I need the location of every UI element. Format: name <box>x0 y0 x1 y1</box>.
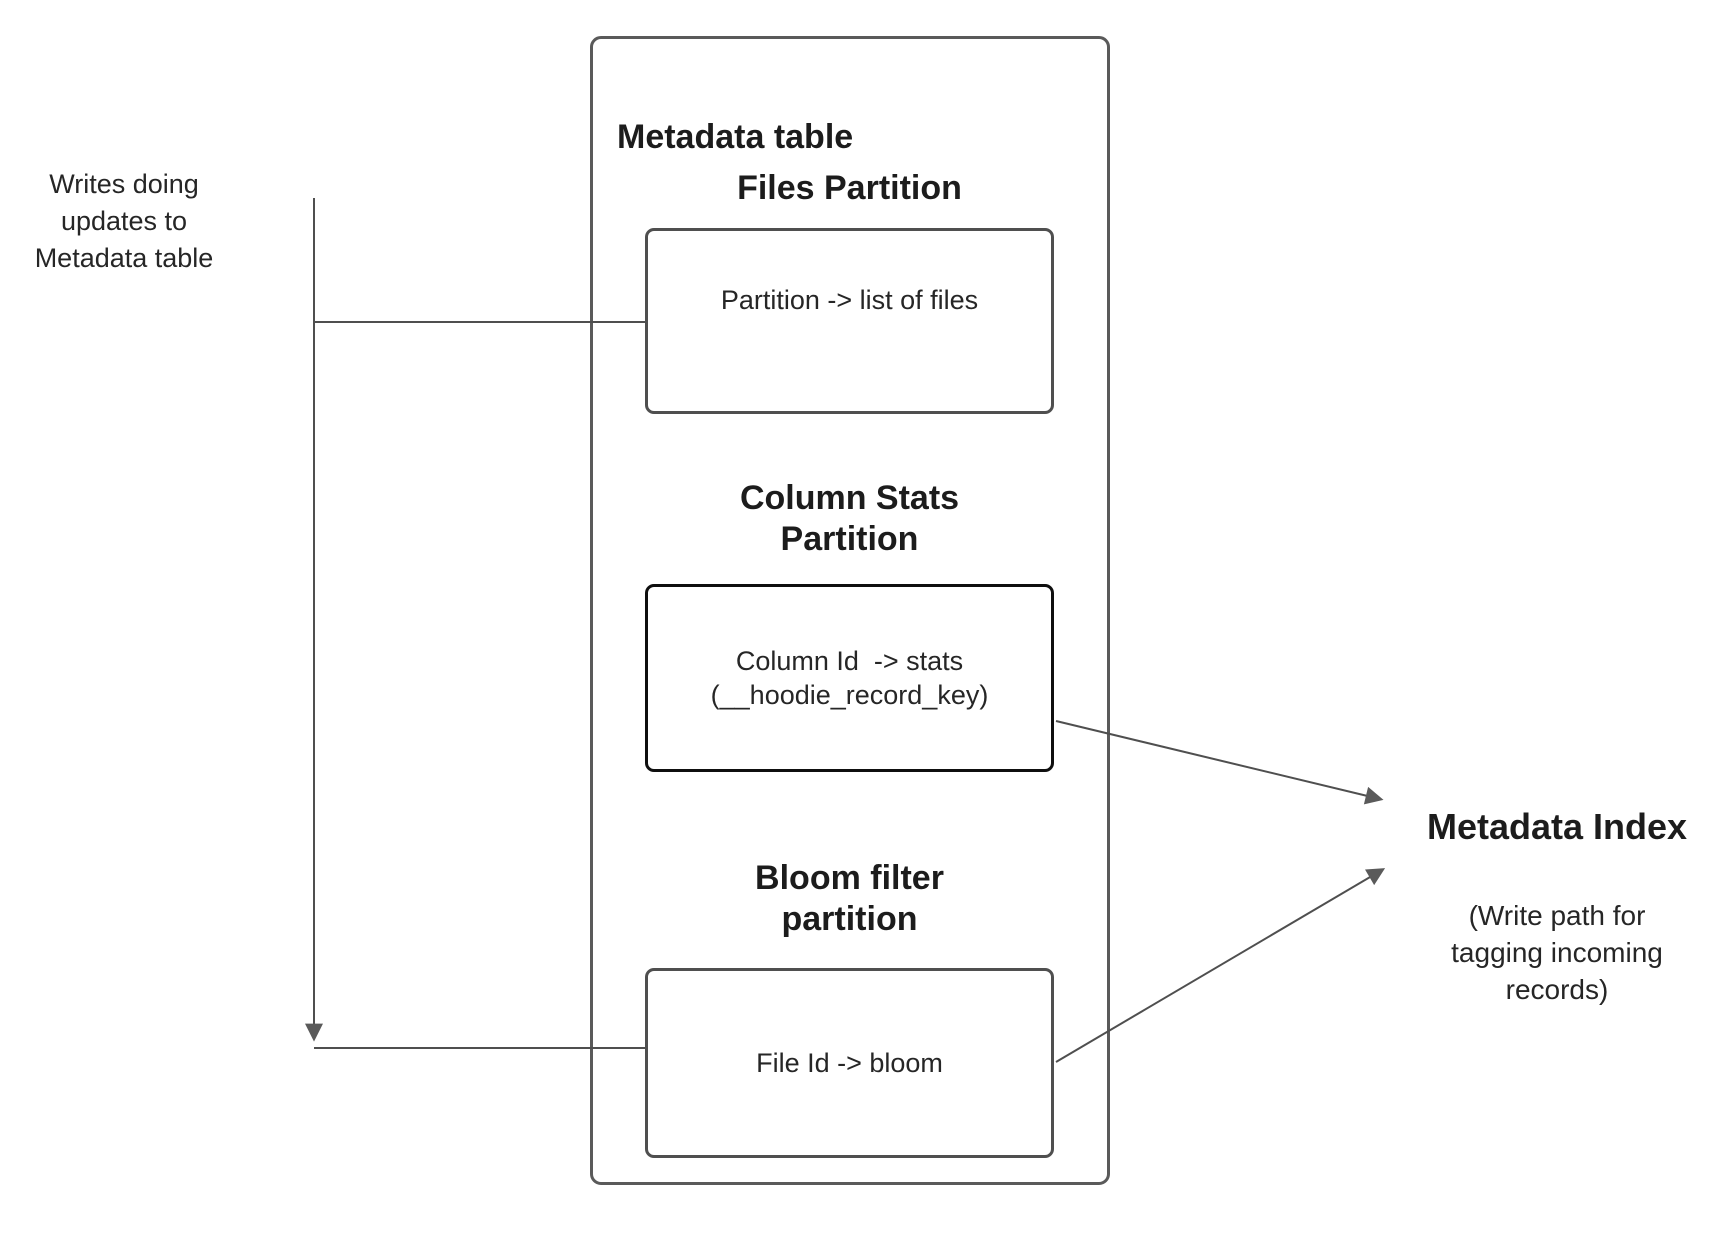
metadata-index-note: (Write path for tagging incoming records… <box>1436 897 1678 1008</box>
bloom-filter-heading: Bloom filter partition <box>645 858 1054 940</box>
writes-note-line: updates to <box>60 206 188 236</box>
column-stats-heading: Column Stats Partition <box>645 478 1054 560</box>
metadata-table-box <box>590 36 1110 1185</box>
metadata-index-label: Metadata Index <box>1426 806 1688 847</box>
column-stats-text: (__hoodie_record_key) <box>710 680 989 710</box>
files-partition-heading: Files Partition <box>645 168 1054 209</box>
writes-note: Writes doing updates to Metadata table <box>18 166 230 277</box>
files-partition-text: Partition -> list of files <box>720 285 979 315</box>
bloom-filter-box: File Id -> bloom <box>645 968 1054 1158</box>
metadata-table-title: Metadata table <box>617 118 854 156</box>
writes-note-line: Metadata table <box>34 243 214 273</box>
files-partition-heading-line: Files Partition <box>737 169 962 207</box>
column-stats-box: Column Id -> stats (__hoodie_record_key) <box>645 584 1054 772</box>
bloom-filter-text: File Id -> bloom <box>756 1048 943 1078</box>
bloom-filter-heading-line: partition <box>781 900 918 938</box>
files-partition-box: Partition -> list of files <box>645 228 1054 414</box>
metadata-index-note-line: records) <box>1505 974 1609 1005</box>
bloom-filter-heading-line: Bloom filter <box>755 859 944 897</box>
metadata-index-note-line: (Write path for <box>1468 900 1646 931</box>
column-stats-heading-line: Partition <box>780 520 919 558</box>
column-stats-heading-line: Column Stats <box>739 479 960 517</box>
writes-note-line: Writes doing <box>49 169 199 199</box>
column-stats-text: Column Id -> stats <box>735 646 964 676</box>
metadata-index-note-line: tagging incoming <box>1451 937 1663 968</box>
